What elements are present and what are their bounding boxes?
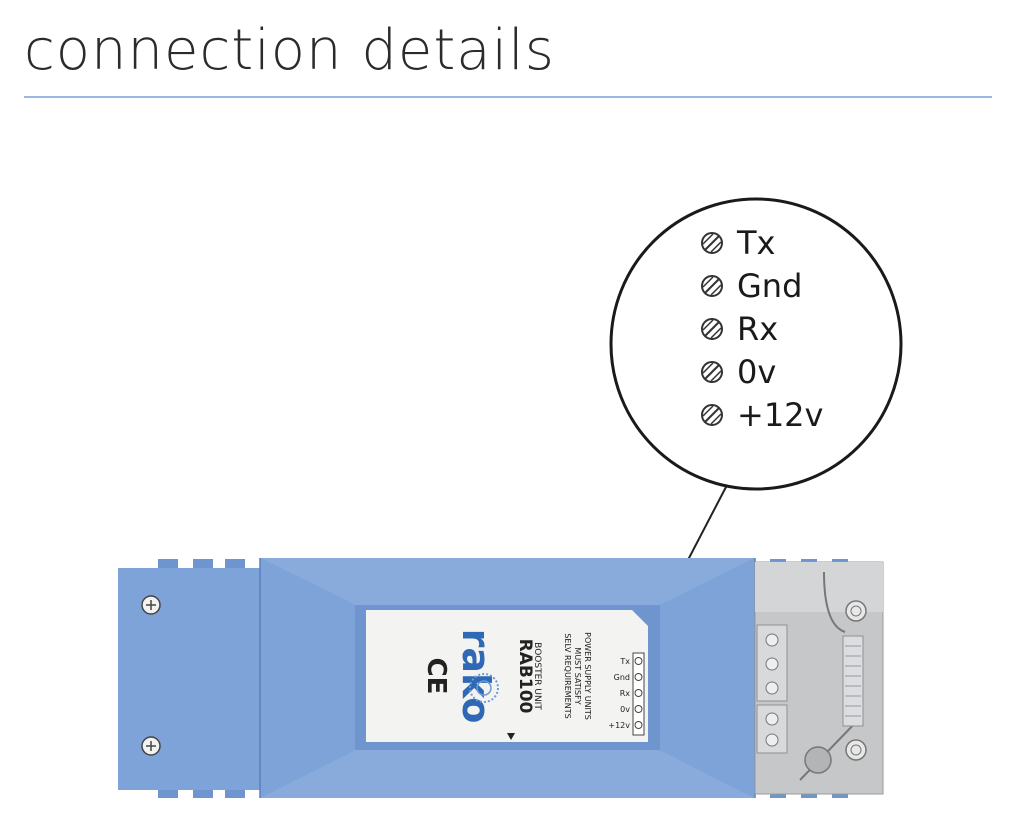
label-terminal-12v: +12v xyxy=(608,721,630,730)
psu-notice-line-3: SELV REQUIREMENTS xyxy=(563,633,572,718)
label-terminal-gnd: Gnd xyxy=(614,673,630,682)
callout-label-gnd: Gnd xyxy=(737,267,802,305)
mounting-screw-top xyxy=(141,595,161,615)
screw-icon xyxy=(701,361,723,383)
screw-icon xyxy=(701,404,723,426)
connector-housing xyxy=(754,561,884,795)
callout-terminal-12v: +12v xyxy=(701,396,823,434)
brand-sun-icon xyxy=(469,673,499,703)
callout-terminal-rx: Rx xyxy=(701,310,778,348)
unit-type: BOOSTER UNIT xyxy=(532,642,542,710)
callout-circle xyxy=(609,197,903,491)
model-number: RAB100 xyxy=(515,639,535,714)
callout-label-rx: Rx xyxy=(737,310,778,348)
ce-mark: CE xyxy=(421,658,451,695)
callout-terminal-tx: Tx xyxy=(701,224,775,262)
label-terminal-rx: Rx xyxy=(620,689,631,698)
arrow-down-icon xyxy=(507,733,515,740)
callout-label-tx: Tx xyxy=(736,224,775,262)
page-title: connection details xyxy=(24,18,555,83)
label-terminal-block xyxy=(632,652,645,736)
screw-icon xyxy=(701,318,723,340)
psu-notice-line-2: MUST SATISFY xyxy=(573,647,582,704)
mounting-screw-bottom xyxy=(141,736,161,756)
title-underline xyxy=(24,96,992,98)
product-label: CE rako RAB100 BOOSTER UNIT POWER SUPPLY… xyxy=(366,610,648,742)
callout-terminal-gnd: Gnd xyxy=(701,267,802,305)
callout-terminal-0v: 0v xyxy=(701,353,776,391)
screw-icon xyxy=(701,275,723,297)
device-left-cap xyxy=(118,568,260,790)
label-terminal-tx: Tx xyxy=(619,657,630,666)
screw-icon xyxy=(701,232,723,254)
callout-label-12v: +12v xyxy=(737,396,823,434)
callout-terminal-list: Tx Gnd Rx 0v +12v xyxy=(701,224,823,434)
psu-notice-line-1: POWER SUPPLY UNITS xyxy=(583,632,592,720)
callout-label-0v: 0v xyxy=(737,353,776,391)
label-terminal-0v: 0v xyxy=(620,705,630,714)
device-rab100: CE rako RAB100 BOOSTER UNIT POWER SUPPLY… xyxy=(118,558,884,798)
